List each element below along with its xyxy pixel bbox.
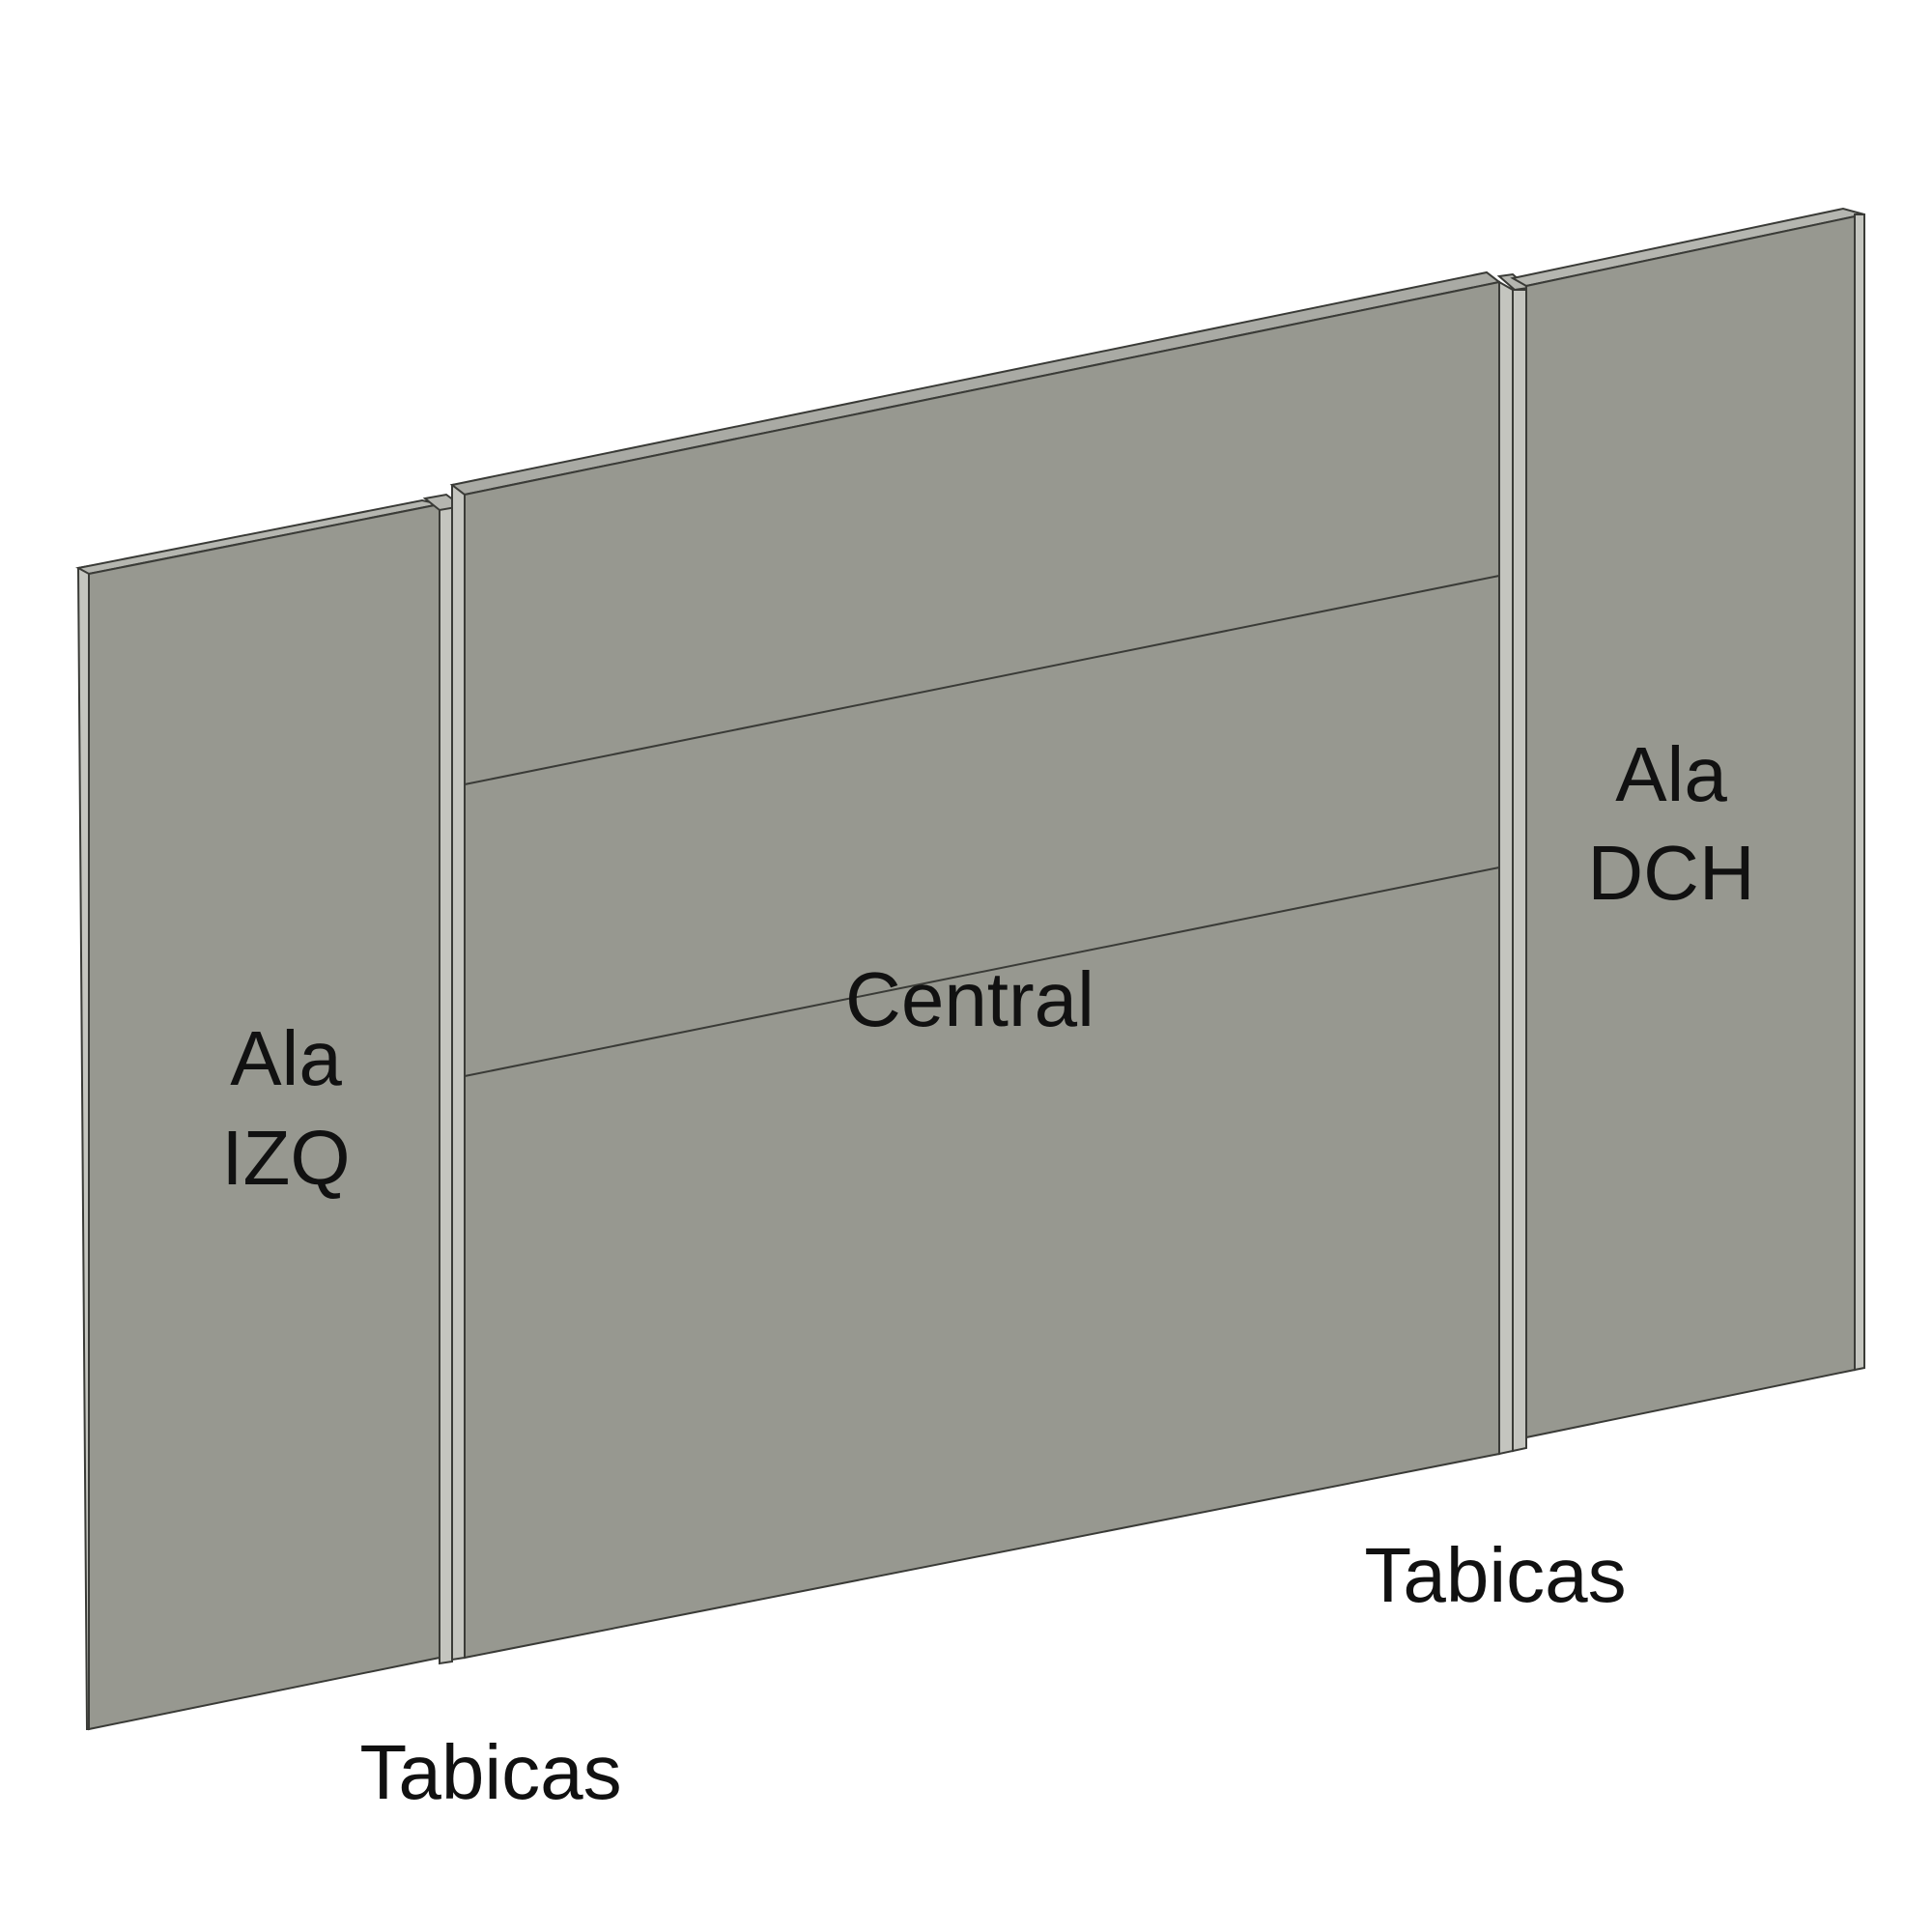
right-tabica-strip xyxy=(1496,272,1531,1456)
right-tabica-face xyxy=(1512,289,1527,1453)
left-tabica-face xyxy=(439,500,453,1665)
left-wing-panel xyxy=(75,498,440,1731)
central-panel xyxy=(449,270,1502,1662)
label-tabicas-left: Tabicas xyxy=(359,1729,621,1815)
right-wing-side-edge xyxy=(1854,213,1865,1372)
central-joint-line-upper xyxy=(464,575,1500,785)
right-wing-panel xyxy=(1510,207,1865,1439)
label-left-wing-line1: Ala xyxy=(230,1015,342,1101)
right-tabica-side xyxy=(1498,280,1514,1456)
central-joint-line-lower xyxy=(464,867,1500,1077)
label-central: Central xyxy=(845,956,1094,1042)
label-left-wing-line2: IZQ xyxy=(221,1115,350,1201)
label-tabicas-right: Tabicas xyxy=(1364,1532,1626,1618)
central-side-edge xyxy=(451,481,466,1662)
left-wing-side-edge xyxy=(76,564,90,1730)
right-wing-face xyxy=(1525,214,1856,1439)
label-right-wing-line2: DCH xyxy=(1587,830,1754,916)
label-right-wing-line1: Ala xyxy=(1615,731,1727,817)
